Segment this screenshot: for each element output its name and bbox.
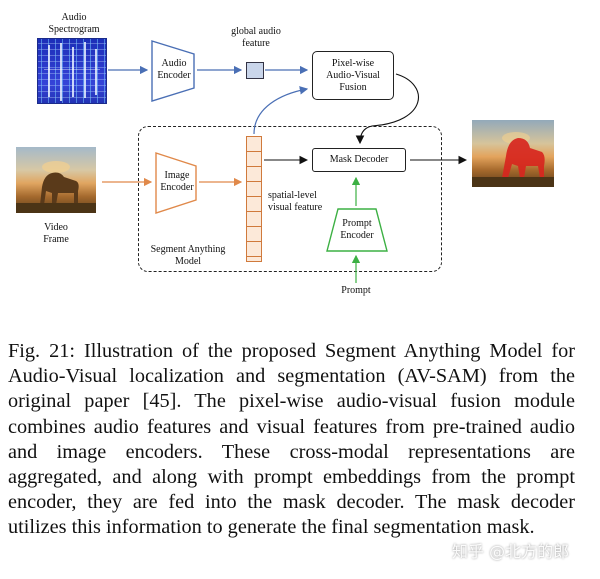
global-audio-feature-box	[246, 62, 264, 79]
diagram-arrows	[102, 65, 468, 283]
audio-encoder-shape	[151, 40, 195, 102]
sam-label: Segment Anything Model	[150, 244, 226, 267]
audio-encoder-label: Audio Encoder	[157, 58, 191, 81]
lion-silhouette-icon	[16, 161, 96, 213]
image-encoder-shape	[155, 152, 197, 214]
prompt-encoder-label: Prompt Encoder	[340, 218, 374, 241]
spatial-feature-label: spatial-level visual feature	[268, 190, 323, 213]
audio-spectrogram-label: Audio Spectrogram	[48, 12, 100, 35]
arrow-fusion-to-mask-decoder	[355, 73, 419, 145]
segment-anything-model-region	[138, 126, 442, 272]
prompt-encoder-shape	[326, 208, 388, 252]
output-segmentation-image	[472, 120, 554, 187]
mask-decoder-box: Mask Decoder	[312, 148, 406, 172]
prompt-label: Prompt	[341, 285, 371, 296]
spatial-feature-column	[246, 136, 262, 262]
figure-caption: Fig. 21: Illustration of the proposed Se…	[8, 340, 575, 539]
segmented-lion-mask-icon	[472, 132, 554, 187]
video-frame-image	[16, 147, 96, 213]
image-encoder-label: Image Encoder	[160, 170, 194, 193]
pixel-wise-fusion-box: Pixel-wise Audio-Visual Fusion	[312, 51, 394, 100]
audio-spectrogram-image	[37, 38, 107, 104]
global-audio-feature-label: global audio feature	[231, 26, 281, 49]
arrow-spatial-feature-to-fusion	[253, 86, 309, 135]
video-frame-label: Video Frame	[43, 222, 69, 245]
watermark: 知乎 @北方的郎	[452, 542, 570, 561]
